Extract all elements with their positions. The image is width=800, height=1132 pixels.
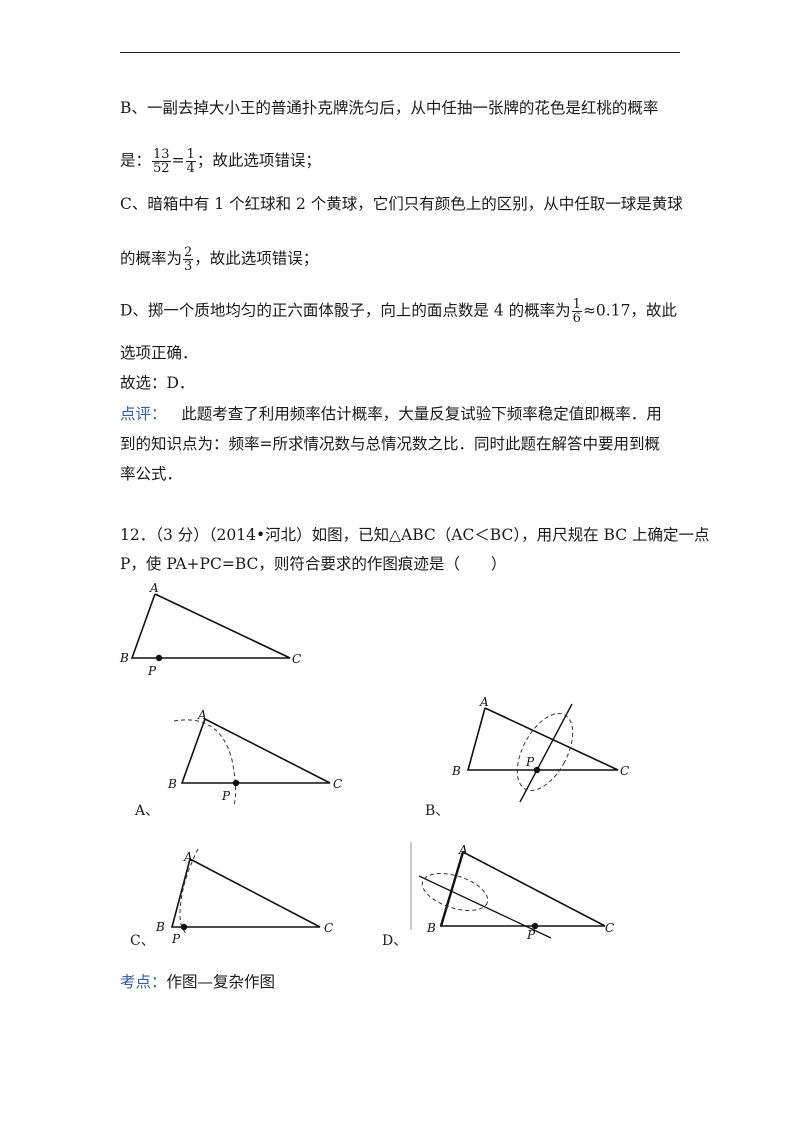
comment-line3: 率公式． <box>120 465 183 483</box>
label-b: B <box>426 921 436 935</box>
label-b: B <box>167 777 177 791</box>
label-b: B <box>119 651 129 665</box>
option-c-figure: A B C P <box>155 848 333 945</box>
label-c: C <box>292 652 301 666</box>
comment-line2: 到的知识点为：频率=所求情况数与总情况数之比．同时此题在解答中要用到概 <box>120 435 660 453</box>
question-12-line1: 12．（3 分）（2014•河北）如图，已知△ABC（AC＜BC），用尺规在 B… <box>120 526 710 544</box>
option-b-text-line1: B、一副去掉大小王的普通扑克牌洗匀后，从中任抽一张牌的花色是红桃的概率 <box>120 99 659 117</box>
label-a: A <box>479 695 489 709</box>
option-a-figure: A B C P <box>167 708 342 806</box>
kaodian-line: 考点：作图—复杂作图 <box>120 973 276 991</box>
option-d-figure: A B C P <box>410 842 614 940</box>
label-a: A <box>183 850 193 864</box>
main-triangle-figure: A B C P <box>119 581 301 678</box>
label-c: C <box>324 921 333 935</box>
comment-label: 点评： <box>120 405 167 423</box>
option-b-label: B、 <box>425 803 450 819</box>
comment-line1: 点评： 此题考查了利用频率估计概率，大量反复试验下频率稳定值即概率．用 <box>120 405 662 423</box>
question-12-line2: P，使 PA+PC=BC，则符合要求的作图痕迹是（ ） <box>120 555 507 573</box>
label-a: A <box>149 581 159 595</box>
label-p: P <box>221 789 231 803</box>
label-p: P <box>526 928 536 940</box>
option-c-text-line1: C、暗箱中有 1 个红球和 2 个黄球，它们只有颜色上的区别，从中任取一球是黄球 <box>120 195 683 213</box>
kaodian-label: 考点： <box>120 973 167 991</box>
label-b: B <box>155 920 165 934</box>
option-d-label: D、 <box>382 933 408 949</box>
label-p: P <box>525 755 535 769</box>
label-a: A <box>197 708 207 722</box>
label-b: B <box>451 764 461 778</box>
label-a: A <box>458 843 468 857</box>
option-b-figure: A B C P <box>451 695 629 803</box>
header-rule <box>120 52 680 53</box>
label-p: P <box>147 664 157 678</box>
label-c: C <box>605 921 614 935</box>
label-p: P <box>171 932 181 945</box>
answer-line: 故选：D． <box>120 374 195 392</box>
label-c: C <box>333 777 342 791</box>
option-c-label: C、 <box>130 933 155 949</box>
option-d-text-line2: 选项正确． <box>120 344 198 362</box>
label-c: C <box>620 764 629 778</box>
option-a-label: A、 <box>135 803 160 819</box>
